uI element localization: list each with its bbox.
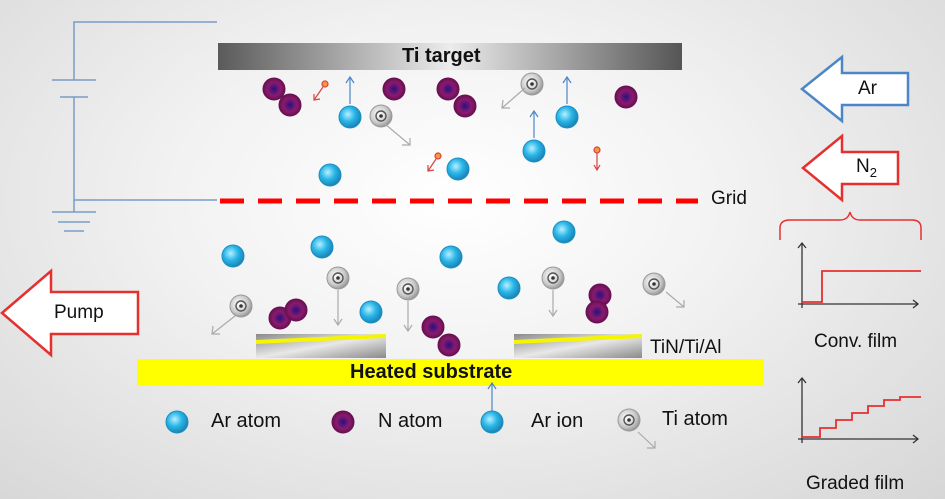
legend-n-atom-icon xyxy=(331,410,355,434)
n2-gas-arrow-icon xyxy=(801,133,900,203)
legend-ti-atom-label: Ti atom xyxy=(662,408,728,430)
ar-atom xyxy=(446,157,470,181)
legend-ar-atom-icon xyxy=(165,410,189,434)
legend-n-atom-label: N atom xyxy=(378,410,443,432)
ti-atom xyxy=(326,266,350,290)
upper-arrows xyxy=(313,75,601,172)
ti-atom xyxy=(642,272,666,296)
pump-label: Pump xyxy=(54,302,104,323)
film-pad-right xyxy=(514,334,642,358)
legend-symbols xyxy=(165,408,656,449)
ti-target xyxy=(218,43,682,70)
n-atom xyxy=(585,300,609,324)
ti-atom xyxy=(520,72,544,96)
n-atom xyxy=(262,77,286,101)
ti-atom xyxy=(229,294,253,318)
target-label: Ti target xyxy=(402,45,481,67)
ar-atom xyxy=(338,105,362,129)
heated-substrate xyxy=(137,359,764,386)
ar-atom xyxy=(552,220,576,244)
conv-film-label: Conv. film xyxy=(814,331,898,352)
legend-ar-atom-label: Ar atom xyxy=(211,410,282,432)
conv-film-graph xyxy=(797,241,921,309)
n-atom xyxy=(436,77,460,101)
n-atom xyxy=(453,94,477,118)
ar-gas-arrow-icon xyxy=(799,54,910,124)
n-atom xyxy=(614,85,638,109)
ar-atom xyxy=(318,163,342,187)
ar-atom xyxy=(359,300,383,324)
n-atom xyxy=(382,77,406,101)
legend-ar-ion-label: Ar ion xyxy=(531,410,584,432)
n2-gas-label: N2 xyxy=(856,156,877,180)
lower-arrows xyxy=(211,290,685,335)
ar-atom xyxy=(439,245,463,269)
ar-atom xyxy=(555,105,579,129)
ar-atom xyxy=(497,276,521,300)
brace-icon xyxy=(779,211,922,240)
ar-ion-arrow xyxy=(487,381,497,412)
graded-film-graph xyxy=(797,376,921,444)
n-atom xyxy=(437,333,461,357)
ti-atom xyxy=(369,104,393,128)
n2-main: N xyxy=(856,156,870,177)
legend-ti-atom-icon xyxy=(617,408,641,432)
n2-subscript: 2 xyxy=(869,165,877,180)
film-pad-left xyxy=(256,334,386,358)
substrate-label: Heated substrate xyxy=(350,361,513,383)
n-atom xyxy=(421,315,445,339)
pump-arrow-icon xyxy=(0,268,140,358)
ti-atom xyxy=(396,277,420,301)
ar-atom xyxy=(522,139,546,163)
grid-label: Grid xyxy=(711,188,747,209)
n-atom xyxy=(278,93,302,117)
layer-label: TiN/Ti/Al xyxy=(650,337,722,358)
ar-atom xyxy=(310,235,334,259)
legend-ar-ion-icon xyxy=(480,410,504,434)
n-atom xyxy=(284,298,308,322)
power-circuit xyxy=(52,21,217,232)
ti-atom xyxy=(541,266,565,290)
ar-gas-label: Ar xyxy=(858,78,877,99)
ar-atom xyxy=(221,244,245,268)
graded-film-label: Graded film xyxy=(806,473,905,494)
upper-particles xyxy=(262,72,638,187)
